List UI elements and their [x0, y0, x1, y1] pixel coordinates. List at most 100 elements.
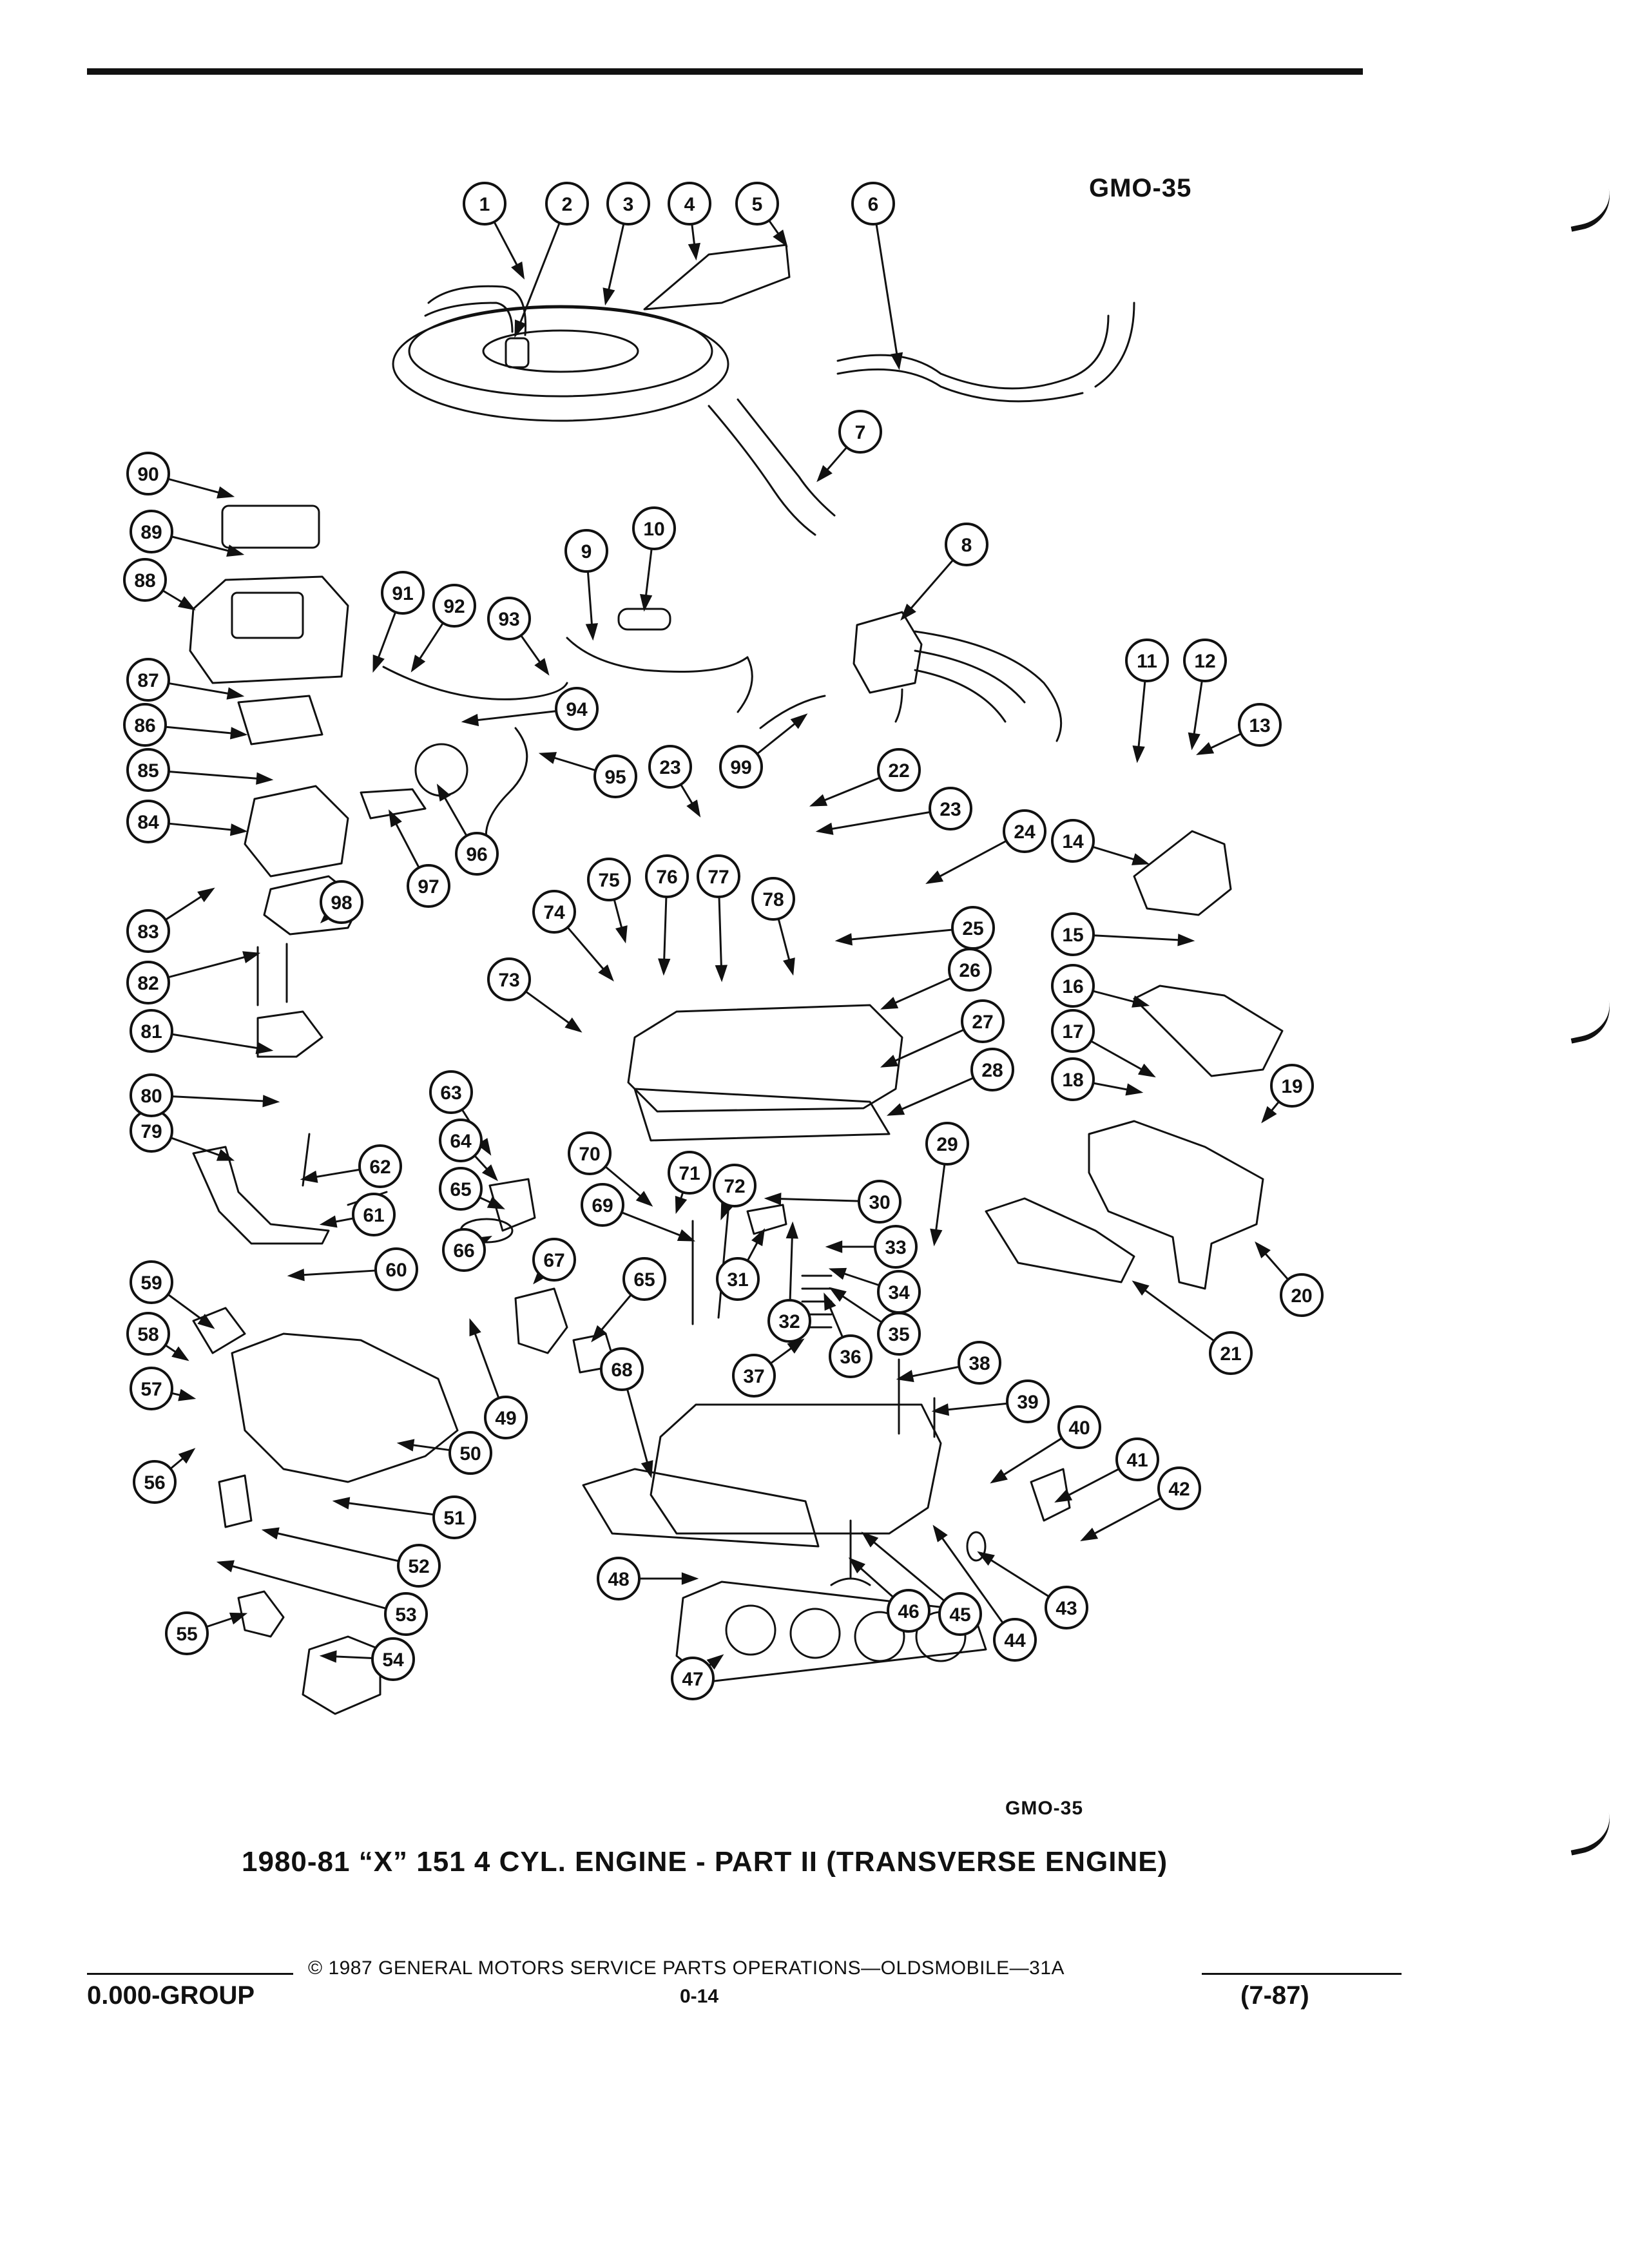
callout-number: 61 — [363, 1205, 384, 1226]
callout-circle — [645, 854, 689, 898]
callout-circle — [126, 658, 170, 702]
callout-61: 61 — [352, 1193, 396, 1236]
callout-circle — [371, 1637, 415, 1681]
callout-circle — [600, 1347, 644, 1391]
callout-24: 24 — [1003, 809, 1046, 853]
callout-circle — [1051, 1009, 1095, 1053]
callout-circle — [358, 1144, 402, 1188]
callout-number: 28 — [981, 1060, 1003, 1081]
callout-39: 39 — [1006, 1379, 1050, 1423]
callout-circle — [439, 1119, 483, 1162]
callout-circle — [622, 1257, 666, 1301]
callout-circle — [993, 1618, 1037, 1662]
callout-7: 7 — [838, 410, 882, 454]
callout-87: 87 — [126, 658, 170, 702]
callout-circle — [925, 1122, 969, 1166]
callout-3: 3 — [606, 182, 650, 226]
callout-circle — [442, 1228, 486, 1272]
leader-line-82 — [168, 952, 258, 979]
callout-number: 3 — [623, 194, 634, 215]
callout-number: 43 — [1055, 1598, 1077, 1619]
callout-number: 84 — [137, 812, 159, 833]
callout-number: 44 — [1004, 1630, 1026, 1651]
pcv-pipe — [759, 695, 826, 729]
callout-number: 52 — [408, 1556, 429, 1577]
leader-arrow-38 — [896, 1370, 914, 1383]
callout-number: 77 — [708, 867, 729, 888]
leader-arrow-11 — [1132, 745, 1145, 764]
callout-number: 86 — [134, 715, 155, 736]
leader-arrow-81 — [255, 1041, 274, 1055]
callout-99: 99 — [719, 745, 763, 789]
leader-arrow-87 — [226, 687, 245, 700]
upper-bracket — [1133, 830, 1232, 916]
callout-number: 39 — [1017, 1392, 1038, 1413]
callout-number: 53 — [395, 1604, 416, 1626]
callout-38: 38 — [958, 1341, 1001, 1385]
callout-89: 89 — [130, 510, 173, 553]
callout-number: 8 — [961, 535, 972, 556]
carb-stud — [256, 943, 288, 1006]
leader-arrow-14 — [1131, 853, 1150, 865]
callout-circle — [123, 703, 167, 747]
callout-number: 20 — [1291, 1285, 1312, 1307]
leader-line-24 — [927, 840, 1007, 884]
callout-circle — [432, 1495, 476, 1539]
callout-number: 16 — [1062, 976, 1083, 997]
callout-50: 50 — [448, 1431, 492, 1475]
leader-arrow-26 — [880, 997, 899, 1010]
callout-number: 7 — [855, 422, 866, 443]
callout-circle — [1280, 1273, 1324, 1317]
throttle-body — [244, 785, 349, 878]
leader-arrow-56 — [178, 1448, 196, 1464]
callout-27: 27 — [961, 999, 1005, 1043]
callout-86: 86 — [123, 703, 167, 747]
callout-96: 96 — [455, 832, 499, 876]
emission-canister — [302, 1635, 381, 1715]
callout-23: 23 — [929, 787, 972, 831]
callout-circle — [751, 877, 795, 921]
callout-95: 95 — [593, 754, 637, 798]
leader-arrow-80 — [262, 1095, 280, 1108]
callout-52: 52 — [397, 1544, 441, 1588]
callout-78: 78 — [751, 877, 795, 921]
leader-arrow-20 — [1255, 1241, 1271, 1259]
callout-26: 26 — [948, 948, 992, 992]
leader-arrow-83 — [197, 887, 215, 903]
callout-number: 67 — [543, 1250, 564, 1271]
callout-92: 92 — [432, 584, 476, 628]
leader-line-94 — [463, 710, 557, 723]
callout-circle — [463, 182, 506, 226]
callout-94: 94 — [555, 687, 599, 731]
leader-lines — [162, 220, 1289, 1670]
valve-stem — [830, 1519, 871, 1586]
callout-number: 37 — [743, 1366, 764, 1387]
callout-58: 58 — [126, 1312, 170, 1356]
callout-circle — [1209, 1331, 1253, 1375]
leader-arrow-45 — [861, 1532, 879, 1548]
callout-circle — [697, 854, 740, 898]
callout-number: 76 — [656, 867, 677, 888]
callout-circle — [1006, 1379, 1050, 1423]
callout-number: 98 — [331, 892, 352, 914]
callout-circle — [1057, 1405, 1101, 1449]
leader-arrow-16 — [1132, 995, 1150, 1008]
callout-91: 91 — [381, 571, 425, 615]
callout-circle — [1051, 912, 1095, 956]
callout-13: 13 — [1238, 703, 1282, 747]
head-bolt — [898, 1358, 936, 1438]
egr-gasket — [360, 788, 427, 820]
callout-90: 90 — [126, 452, 170, 495]
leader-arrow-23 — [815, 822, 834, 835]
callout-67: 67 — [532, 1238, 576, 1282]
callout-number: 74 — [543, 902, 565, 923]
callout-circle — [126, 800, 170, 843]
vacuum-switch — [237, 1590, 285, 1638]
callout-number: 42 — [1168, 1479, 1190, 1500]
callout-circle — [970, 1048, 1014, 1091]
leader-line-42 — [1082, 1497, 1162, 1541]
callout-number: 15 — [1062, 925, 1083, 946]
callout-circle — [374, 1247, 418, 1291]
callout-36: 36 — [829, 1334, 872, 1378]
